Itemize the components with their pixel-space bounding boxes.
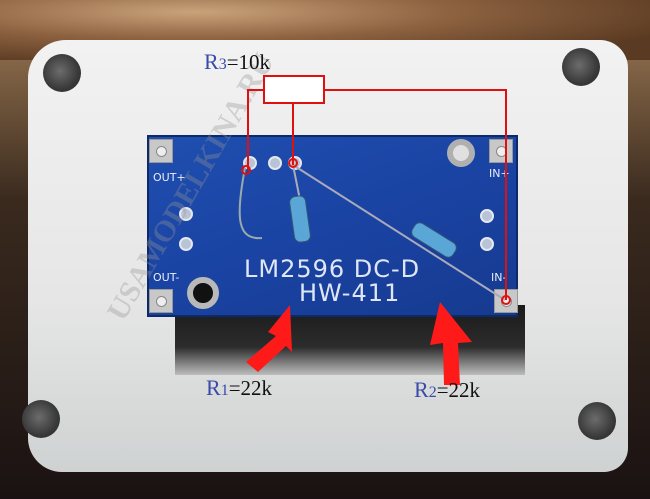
via <box>268 156 282 170</box>
r2-lead-wire <box>292 164 506 301</box>
pad-in-plus <box>489 139 513 163</box>
label-r2: R2=22k <box>414 377 481 402</box>
label-out-minus: OUT- <box>153 271 180 284</box>
solder-point-in-minus <box>501 295 511 305</box>
label-out-plus: OUT+ <box>153 171 186 184</box>
resistor-r2-body <box>411 222 457 258</box>
label-r3: R3=10k <box>204 49 271 74</box>
board-mount-hole <box>447 139 475 167</box>
r3-wire-right <box>324 89 507 300</box>
pad-out-minus <box>149 289 173 313</box>
via <box>179 207 193 221</box>
mounting-hole-bottom-left <box>22 400 60 438</box>
arrow-r2-icon <box>430 302 472 385</box>
label-in-plus: IN+ <box>489 167 510 180</box>
resistor-r1-body <box>289 195 311 243</box>
r1-lead-wire-top <box>292 164 301 201</box>
dc-dc-converter-board: OUT+ OUT- IN+ IN- <box>147 135 518 317</box>
resistor-r3-symbol <box>263 75 325 104</box>
label-r1: R1=22k <box>206 375 273 400</box>
output-terminal-hole <box>187 277 219 309</box>
solder-point-middle <box>288 158 298 168</box>
label-in-minus: IN- <box>491 271 507 284</box>
pad-out-plus <box>149 139 173 163</box>
mounting-hole-top-right <box>562 48 600 86</box>
via <box>480 237 494 251</box>
r1-lead-wire <box>238 167 263 240</box>
via <box>480 209 494 223</box>
r3-wire-left <box>247 89 264 170</box>
mounting-hole-bottom-right <box>578 402 616 440</box>
solder-point-left <box>241 165 251 175</box>
arrow-r1-icon <box>246 305 292 372</box>
via <box>179 237 193 251</box>
mounting-hole-top-left <box>43 54 81 92</box>
